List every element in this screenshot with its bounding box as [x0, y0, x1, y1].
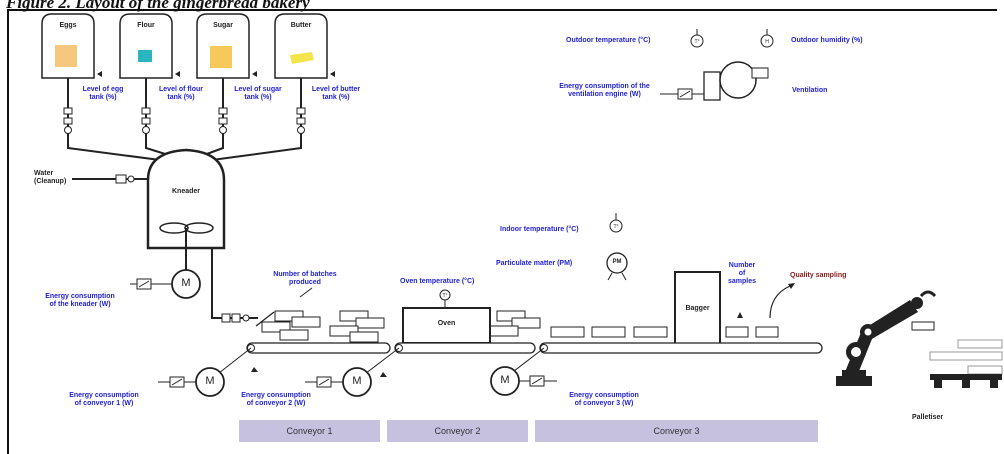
conveyor2-band: Conveyor 2	[387, 420, 528, 442]
flour-icon	[138, 50, 152, 62]
indoor-thermometer: T°	[609, 213, 623, 233]
conveyor2-motor-symbol: M	[352, 375, 362, 387]
tank-valves	[63, 107, 306, 134]
conveyor3-energy-label: Energy consumption of conveyor 3 (W)	[569, 392, 639, 407]
tank-name-sugar: Sugar	[213, 22, 233, 29]
butter-icon	[290, 52, 314, 64]
quality-arrow	[769, 285, 791, 319]
water-valve	[115, 174, 127, 184]
kneader-energy-label: Energy consumption of the kneader (W)	[45, 293, 115, 308]
bagger-label: Bagger	[685, 305, 710, 312]
oven-temp-label: Oven temperature (°C)	[400, 278, 475, 285]
robot-arm-icon	[836, 290, 937, 386]
particulate-label: Particulate matter (PM)	[496, 260, 573, 267]
pm-symbol: PM	[612, 259, 622, 265]
outdoor-temp-label: Outdoor temperature (°C)	[566, 37, 651, 44]
ventilation-fan	[660, 61, 769, 101]
conveyor1-energy-label: Energy consumption of conveyor 1 (W)	[69, 392, 139, 407]
flour-level-label: Level of flour tank (%)	[159, 86, 203, 101]
sugar-icon	[210, 46, 232, 68]
kneader	[146, 148, 226, 250]
egg-level-label: Level of egg tank (%)	[82, 86, 124, 101]
dough-pieces	[261, 310, 779, 343]
svg-text:T°: T°	[442, 293, 447, 299]
conveyor3-band: Conveyor 3	[535, 420, 818, 442]
oven	[402, 307, 491, 344]
oven-thermometer	[439, 289, 451, 301]
outdoor-thermometer: T°	[690, 29, 704, 48]
particulate-sensor	[606, 252, 628, 281]
sugar-tank	[196, 13, 257, 79]
palletiser-label: Palletiser	[912, 414, 944, 421]
batches-label: Number of batches produced	[273, 271, 337, 286]
svg-text:T°: T°	[613, 224, 618, 230]
samples-label: Number of samples	[727, 262, 757, 285]
conveyor-motors	[158, 347, 557, 397]
indoor-temp-label: Indoor temperature (°C)	[500, 226, 579, 233]
butter-level-label: Level of butter tank (%)	[311, 86, 361, 101]
conveyor2-energy-label: Energy consumption of conveyor 2 (W)	[241, 392, 311, 407]
butter-tank	[274, 13, 335, 79]
conveyor3-motor-symbol: M	[500, 374, 510, 386]
egg-icon	[55, 45, 77, 67]
quality-sampling-label: Quality sampling	[790, 272, 847, 279]
svg-text:T°: T°	[694, 39, 699, 45]
ventilation-label: Ventilation	[792, 87, 828, 94]
pallet-stack-icon	[929, 339, 1003, 388]
oven-label: Oven	[437, 320, 456, 327]
bagger	[674, 271, 721, 345]
kneader-motor-symbol: M	[181, 277, 191, 289]
sugar-level-label: Level of sugar tank (%)	[234, 86, 282, 101]
tank-name-flour: Flour	[137, 22, 155, 29]
outdoor-hygrometer: H	[760, 29, 774, 48]
tank-name-eggs: Eggs	[59, 22, 77, 29]
flour-tank	[119, 13, 180, 79]
conveyor-belts	[246, 342, 823, 354]
kneader-label: Kneader	[171, 188, 200, 195]
diagram-frame	[7, 9, 997, 454]
conveyor1-motor-symbol: M	[205, 375, 215, 387]
ventilation-energy-label: Energy consumption of the ventilation en…	[559, 83, 650, 98]
egg-tank	[41, 13, 102, 79]
water-label: Water (Cleanup)	[34, 170, 67, 185]
outdoor-humidity-label: Outdoor humidity (%)	[791, 37, 863, 44]
svg-text:H: H	[765, 39, 769, 45]
conveyor1-band: Conveyor 1	[239, 420, 380, 442]
tank-name-butter: Butter	[290, 22, 312, 29]
